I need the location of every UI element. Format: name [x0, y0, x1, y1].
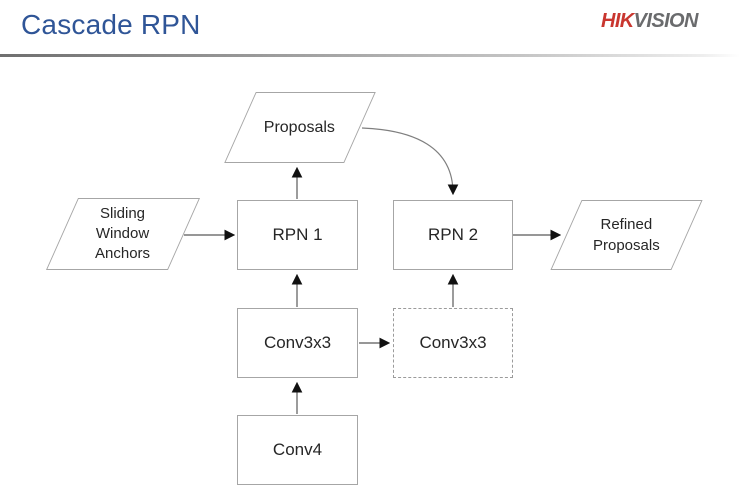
- node-proposals: Proposals: [224, 92, 376, 163]
- refined-line1: Refined: [600, 216, 653, 233]
- node-conv3a-label: Conv3x3: [263, 333, 332, 352]
- node-rpn-1: RPN 1: [237, 200, 358, 270]
- refined-line2: Proposals: [593, 237, 660, 254]
- slide-title: Cascade RPN: [21, 9, 201, 40]
- anchors-line2: Window: [96, 225, 150, 242]
- node-conv3b-label: Conv3x3: [419, 333, 487, 352]
- node-rpn-2: RPN 2: [393, 200, 513, 270]
- anchors-line1: Sliding: [100, 205, 146, 222]
- node-conv3x3-solid: Conv3x3: [237, 308, 358, 378]
- logo-text-hik: HIK: [601, 10, 634, 32]
- node-rpn2-label: RPN 2: [427, 225, 479, 244]
- node-proposals-label: Proposals: [264, 118, 336, 136]
- node-refined-proposals: Refined Proposals: [550, 200, 703, 270]
- node-rpn1-label: RPN 1: [272, 225, 323, 244]
- edge-proposals-to-rpn2: [361, 127, 459, 196]
- node-refined-label: Refined Proposals: [593, 214, 660, 256]
- anchors-line3: Anchors: [95, 245, 151, 262]
- logo-text-vision: VISION: [633, 10, 699, 32]
- title-divider: [0, 54, 740, 57]
- node-conv3x3-dashed: Conv3x3: [393, 308, 513, 378]
- node-conv4-label: Conv4: [272, 440, 323, 459]
- node-anchors-label: Sliding Window Anchors: [95, 204, 150, 264]
- hikvision-logo: HIKVISION: [601, 10, 698, 33]
- node-conv4: Conv4: [237, 415, 358, 485]
- node-sliding-window-anchors: Sliding Window Anchors: [45, 198, 201, 270]
